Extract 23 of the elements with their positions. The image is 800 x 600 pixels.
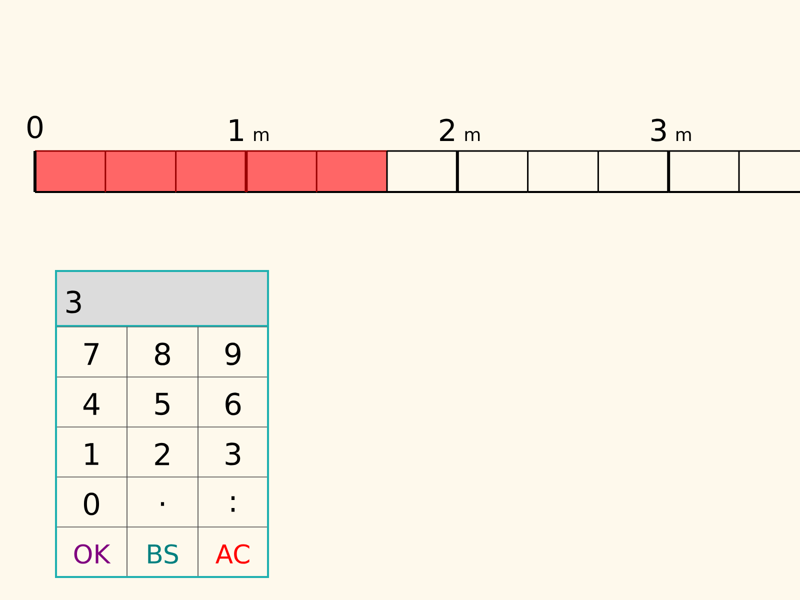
keypad-key: 6 (198, 376, 268, 428)
tick-label: 1 (230, 119, 243, 141)
unit-label: m (254, 130, 268, 141)
keypad-key: OK (56, 526, 128, 578)
tick-label: 2 (440, 118, 454, 141)
keypad-key: 3 (198, 426, 268, 478)
keypad-key: : (198, 476, 268, 528)
keypad-key: 5 (126, 376, 198, 428)
keypad-key: BS (126, 526, 198, 578)
keypad-key: . (126, 476, 198, 528)
keypad-key: 7 (56, 326, 128, 378)
keypad-key: AC (198, 526, 268, 578)
keypad-key: 8 (126, 326, 198, 378)
keypad-key: 2 (126, 426, 198, 478)
tick-label: 3 (651, 118, 666, 142)
display-field: 3 (55, 270, 269, 327)
unit-label: m (465, 130, 480, 141)
keypad-key: 9 (198, 326, 268, 378)
keypad-key: 0 (56, 476, 128, 528)
keypad-key: 1 (56, 426, 128, 478)
tick-label: 0 (27, 116, 43, 138)
unit-label: m (676, 130, 691, 141)
keypad-key: 4 (56, 376, 128, 428)
